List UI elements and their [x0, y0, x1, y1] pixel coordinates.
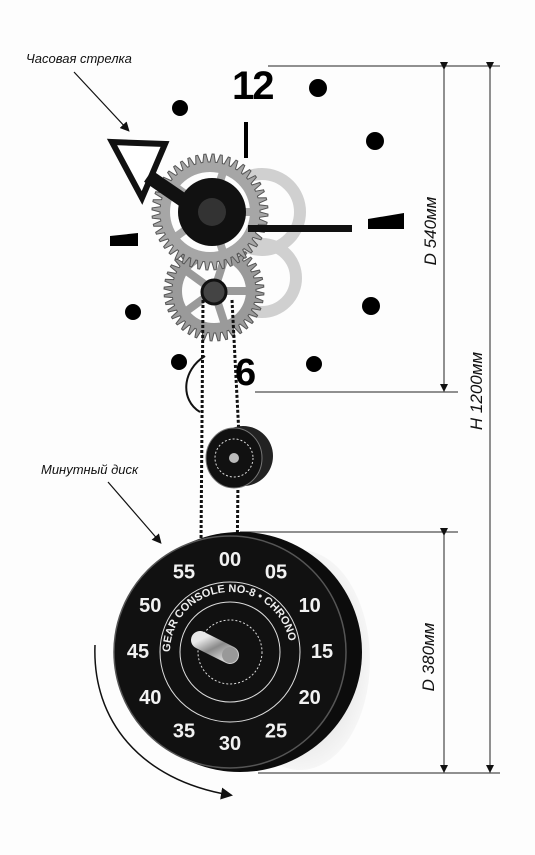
disc-number: 15: [311, 641, 333, 663]
hour-hand-label: Часовая стрелка: [26, 51, 132, 66]
wire: [185, 355, 206, 413]
disc-number: 20: [299, 687, 321, 709]
total-height-label: H 1200мм: [467, 351, 486, 431]
disc-number: 30: [219, 733, 241, 755]
pinion: [200, 278, 228, 306]
minute-hand: [248, 225, 352, 232]
disc-number: 00: [219, 549, 241, 571]
hub-center: [198, 198, 226, 226]
rotation-arrow: [94, 644, 233, 800]
disc-number: 45: [127, 641, 149, 663]
disc-number: 25: [265, 721, 287, 743]
disc-number: 40: [139, 687, 161, 709]
disc-numbers: 00 05 10 15 20 25 30 35 40 45 50 55: [127, 549, 333, 755]
dial-diameter-label: D 540мм: [421, 196, 440, 266]
minute-disc-label: Минутный диск: [41, 462, 139, 477]
disc-number: 55: [173, 561, 195, 583]
disc-diameter-label: D 380мм: [419, 622, 438, 692]
minute-disc-pointer: [107, 481, 162, 544]
hour-hand-pointer: [73, 71, 130, 132]
disc-number: 50: [139, 595, 161, 617]
dimension-lines: [240, 62, 500, 774]
numeral-twelve: 12: [232, 64, 274, 108]
disc-number: 35: [173, 721, 195, 743]
disc-number: 10: [299, 595, 321, 617]
counterweight: [205, 426, 273, 489]
disc-number: 05: [265, 561, 287, 583]
dial-markers: [110, 79, 404, 372]
numeral-six: 6: [235, 352, 257, 394]
